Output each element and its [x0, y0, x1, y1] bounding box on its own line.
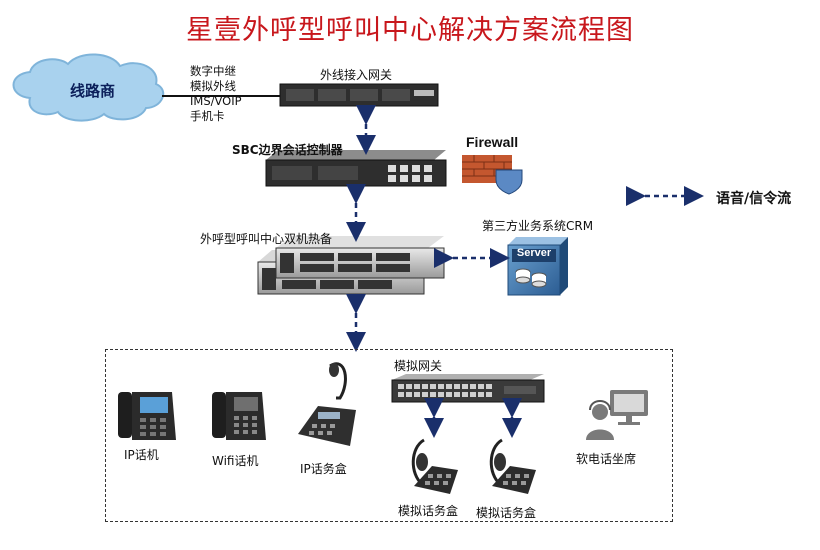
carrier-label: 线路商	[70, 82, 116, 100]
ip-phone-label: IP话机	[124, 448, 159, 462]
trunk-type-item: 手机卡	[190, 109, 225, 123]
terminal-zone	[105, 349, 673, 522]
ip-phone-icon	[118, 392, 176, 440]
trunk-type-item: IMS/VOIP	[190, 94, 242, 108]
gateway-device	[279, 83, 439, 107]
legend-label: 语音/信令流	[716, 191, 792, 207]
wifi-phone-label: Wifi话机	[212, 454, 259, 468]
gateway-label: 外线接入网关	[320, 68, 393, 82]
server-pair-label: 外呼型呼叫中心双机热备	[200, 232, 333, 246]
ip-box-icon	[298, 362, 356, 446]
firewall-icon	[462, 155, 523, 195]
analog-box-label-1: 模拟话务盒	[398, 504, 459, 518]
trunk-type-item: 数字中继	[190, 64, 236, 78]
sbc-label: SBC边界会话控制器	[232, 143, 343, 157]
page-title: 星壹外呼型呼叫中心解决方案流程图	[186, 15, 634, 46]
trunk-type-item: 模拟外线	[190, 79, 236, 93]
carrier-cloud	[12, 53, 165, 122]
analog-box-icon-1	[411, 438, 458, 494]
server-pair-device	[257, 236, 445, 295]
wifi-phone-icon	[212, 392, 266, 440]
analog-box-label-2: 模拟话务盒	[476, 506, 537, 520]
crm-server-text: Server	[516, 247, 552, 259]
analog-gateway-label: 模拟网关	[394, 359, 443, 373]
analog-box-icon-2	[489, 438, 536, 494]
crm-label: 第三方业务系统CRM	[482, 219, 594, 233]
softphone-label: 软电话坐席	[576, 452, 637, 466]
firewall-label: Firewall	[466, 134, 519, 150]
trunk-type-list: 数字中继 模拟外线 IMS/VOIP 手机卡	[190, 64, 242, 124]
softphone-agent-icon	[586, 390, 648, 440]
analog-gateway-device	[391, 374, 545, 403]
crm-server-icon	[507, 237, 568, 296]
ip-box-label: IP话务盒	[300, 462, 347, 476]
sbc-device	[265, 150, 447, 187]
